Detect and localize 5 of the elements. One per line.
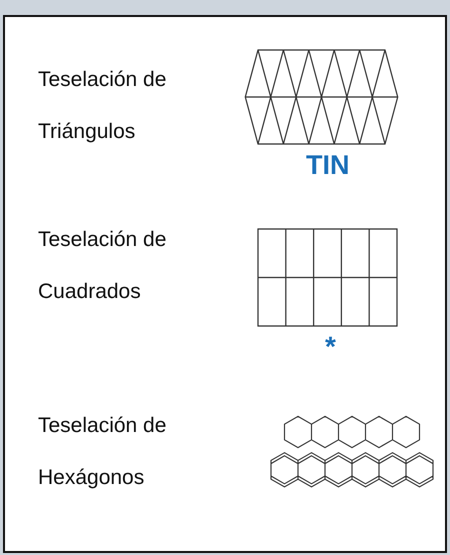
tessellation-tag: TIN bbox=[306, 148, 376, 182]
asterisk-mark: * bbox=[325, 330, 337, 364]
tessellation-label: Teselación de Hexágonos bbox=[38, 413, 168, 491]
tessellation-label: Teselación de Triángulos bbox=[38, 67, 168, 145]
tessellation-label: Teselación de Cuadrados bbox=[38, 227, 168, 305]
